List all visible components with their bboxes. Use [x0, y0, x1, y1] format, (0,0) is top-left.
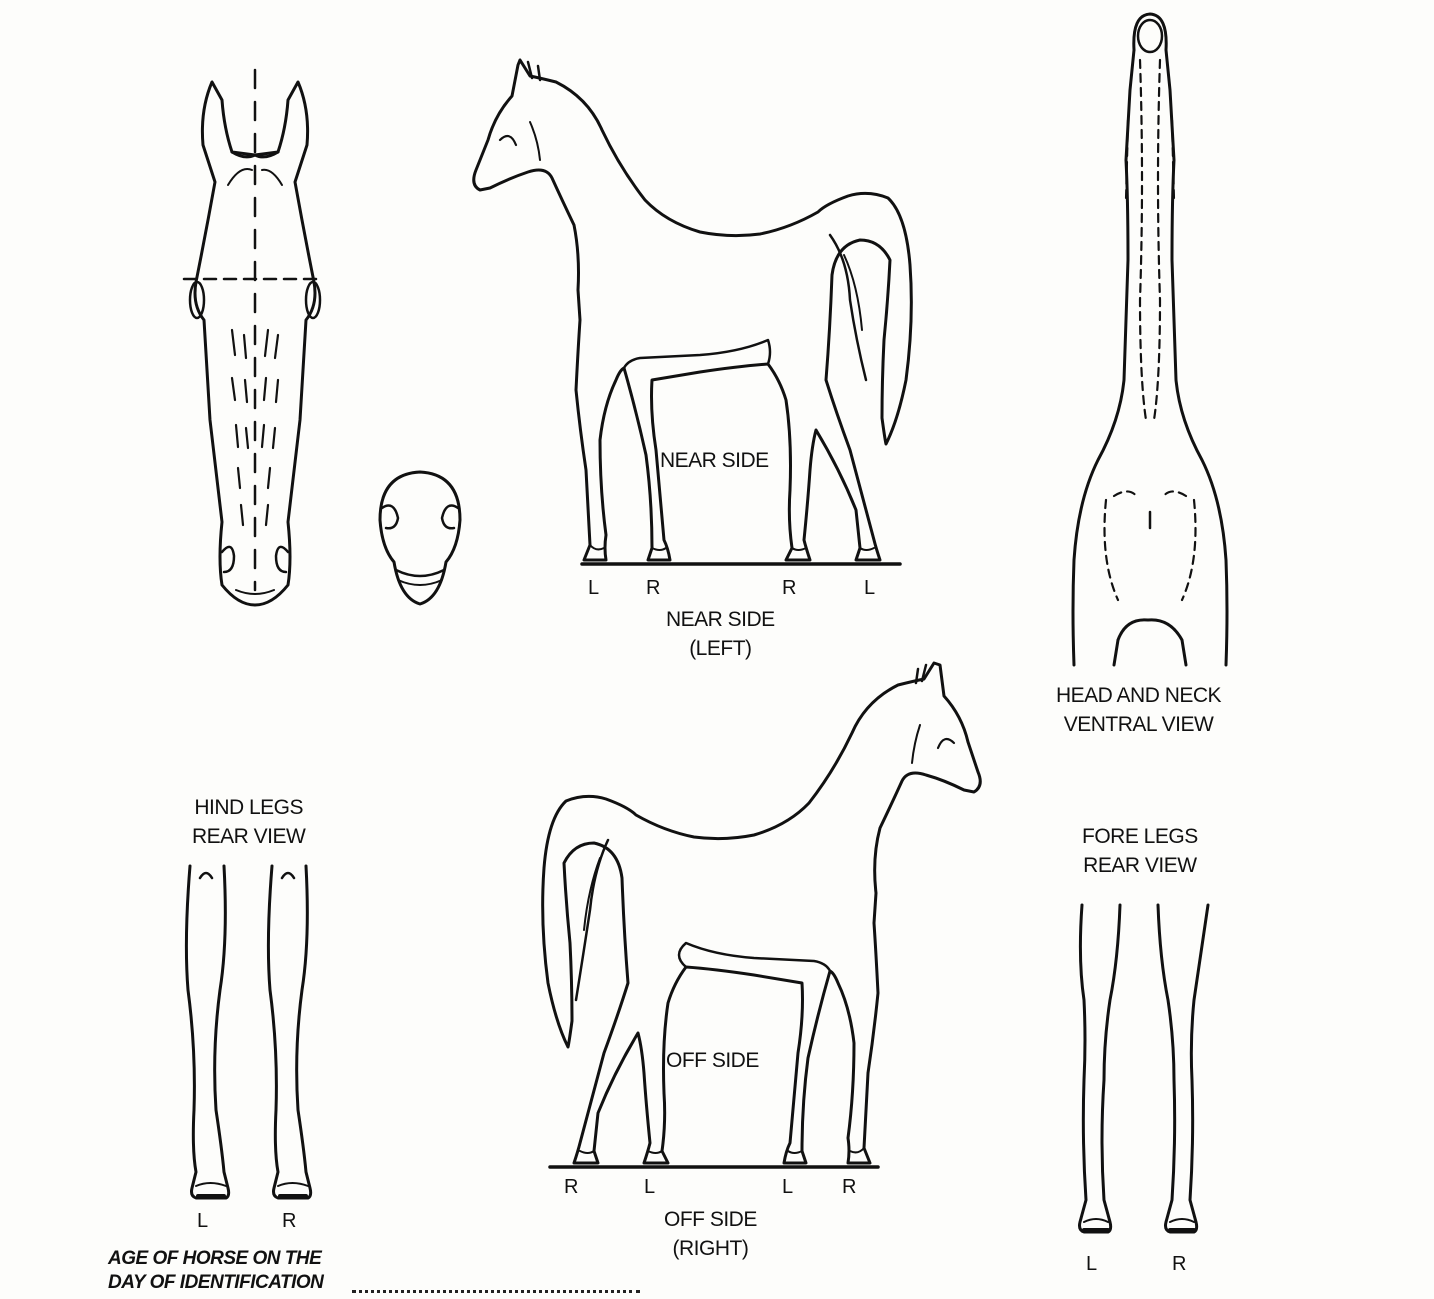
off-leg-label-2: L — [644, 1173, 655, 1202]
head-front-view — [184, 70, 324, 605]
head-neck-caption: HEAD AND NECK VENTRAL VIEW — [1056, 681, 1221, 739]
hind-legs-caption-line-2: REAR VIEW — [192, 822, 305, 851]
off-leg-label-4: R — [842, 1173, 856, 1202]
off-side-caption-line-2: (RIGHT) — [664, 1234, 757, 1263]
muzzle-view — [380, 472, 460, 604]
hind-legs-rear-view — [186, 866, 310, 1198]
age-of-horse-label: AGE OF HORSE ON THE DAY OF IDENTIFICATIO… — [108, 1247, 323, 1295]
off-side-caption: OFF SIDE (RIGHT) — [664, 1205, 757, 1263]
near-leg-label-3: R — [782, 574, 796, 603]
hind-legs-caption: HIND LEGS REAR VIEW — [192, 793, 305, 851]
near-leg-label-2: R — [646, 574, 660, 603]
hind-leg-label-left: L — [197, 1207, 208, 1236]
head-neck-ventral-view — [1073, 14, 1227, 665]
age-entry-dotted-line[interactable] — [352, 1290, 640, 1293]
fore-leg-label-left: L — [1086, 1250, 1097, 1279]
off-side-horse — [543, 663, 981, 1167]
off-side-caption-line-1: OFF SIDE — [664, 1205, 757, 1234]
age-label-line-1: AGE OF HORSE ON THE — [108, 1247, 323, 1271]
off-side-body-label: OFF SIDE — [666, 1046, 759, 1075]
near-side-caption: NEAR SIDE (LEFT) — [666, 605, 775, 663]
fore-legs-caption-line-1: FORE LEGS — [1082, 822, 1198, 851]
off-leg-label-1: R — [564, 1173, 578, 1202]
fore-legs-caption-line-2: REAR VIEW — [1082, 851, 1198, 880]
near-side-caption-line-2: (LEFT) — [666, 634, 775, 663]
hind-leg-label-right: R — [282, 1207, 296, 1236]
hind-legs-caption-line-1: HIND LEGS — [192, 793, 305, 822]
fore-leg-label-right: R — [1172, 1250, 1186, 1279]
near-side-horse — [474, 60, 912, 564]
near-leg-label-1: L — [588, 574, 599, 603]
fore-legs-rear-view — [1080, 905, 1209, 1232]
near-leg-label-4: L — [864, 574, 875, 603]
age-label-line-2: DAY OF IDENTIFICATION — [108, 1271, 323, 1295]
head-neck-caption-line-1: HEAD AND NECK — [1056, 681, 1221, 710]
near-side-caption-line-1: NEAR SIDE — [666, 605, 775, 634]
fore-legs-caption: FORE LEGS REAR VIEW — [1082, 822, 1198, 880]
near-side-body-label: NEAR SIDE — [660, 446, 769, 475]
head-neck-caption-line-2: VENTRAL VIEW — [1056, 710, 1221, 739]
off-leg-label-3: L — [782, 1173, 793, 1202]
